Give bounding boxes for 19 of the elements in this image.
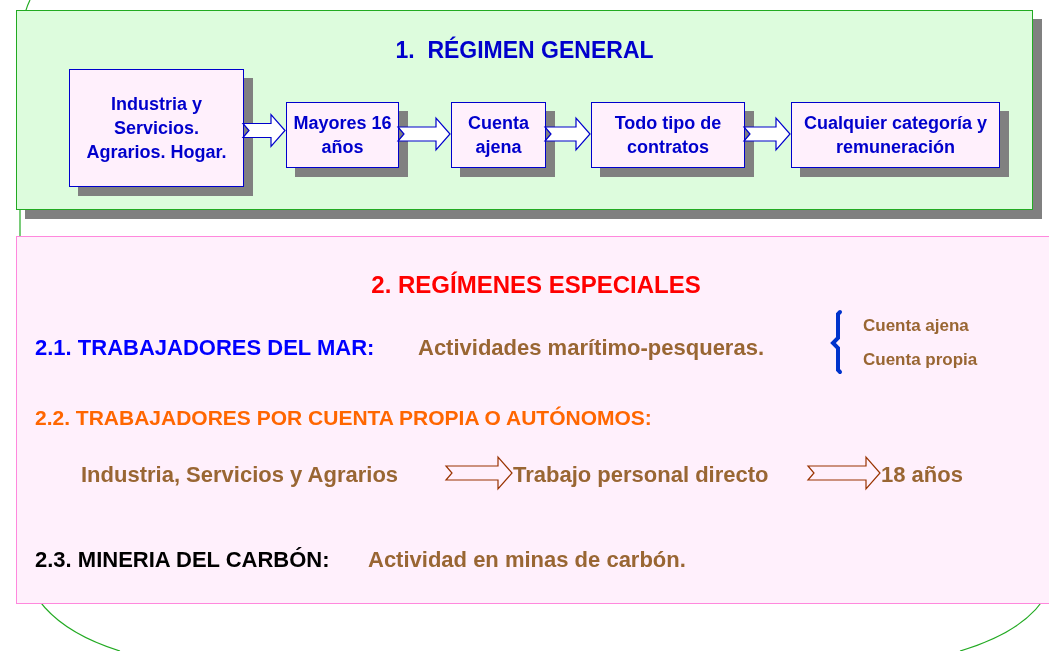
step-text: Trabajo personal directo xyxy=(513,459,809,489)
section-heading: 2.1. TRABAJADORES DEL MAR: xyxy=(35,334,375,362)
block-arrow xyxy=(241,112,286,149)
section-heading: 2.2. TRABAJADORES POR CUENTA PROPIA O AUTÓNOMOS: xyxy=(35,405,652,431)
section-title: 2. REGÍMENES ESPECIALES xyxy=(370,270,702,300)
description-text: Actividades marítimo-pesqueras. xyxy=(418,334,764,362)
step-text: Industria, Servicios y Agrarios xyxy=(81,459,447,489)
section-title: 1. RÉGIMEN GENERAL xyxy=(394,35,655,65)
list-item: Cuenta ajena xyxy=(863,315,969,337)
block-arrow xyxy=(543,116,591,152)
block-arrow xyxy=(806,455,881,491)
list-item: Cuenta propia xyxy=(863,349,978,371)
step-text: 18 años xyxy=(881,459,981,489)
section-panel xyxy=(16,236,1049,604)
section-heading: 2.3. MINERIA DEL CARBÓN: xyxy=(35,546,330,574)
block-arrow xyxy=(444,455,513,491)
description-text: Actividad en minas de carbón. xyxy=(368,546,686,574)
block-arrow xyxy=(742,116,791,152)
block-arrow xyxy=(396,116,451,152)
